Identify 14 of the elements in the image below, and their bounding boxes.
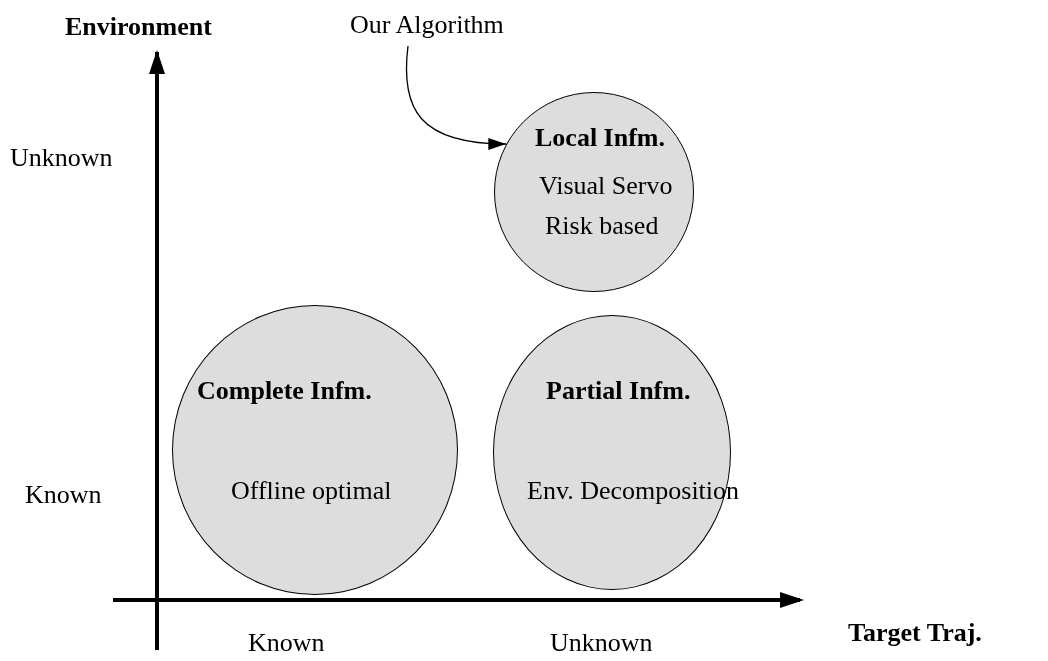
region-title: Local Infm. (535, 123, 665, 153)
axis-tick-label: Unknown (10, 143, 113, 173)
callout-text: Our Algorithm (350, 10, 504, 40)
axis-tick-label: Unknown (550, 628, 653, 658)
region-title: Complete Infm. (197, 376, 372, 406)
method-text: Visual Servo (539, 171, 673, 201)
axis-tick-label: Known (248, 628, 325, 658)
method-text: Env. Decomposition (527, 476, 740, 506)
axis-title: Target Traj. (848, 618, 982, 648)
region-title: Partial Infm. (546, 376, 691, 406)
axis-tick-label: Known (25, 480, 102, 510)
method-text: Risk based (545, 211, 659, 241)
method-text: Offline optimal (231, 476, 392, 506)
axis-title: Environment (65, 12, 212, 42)
